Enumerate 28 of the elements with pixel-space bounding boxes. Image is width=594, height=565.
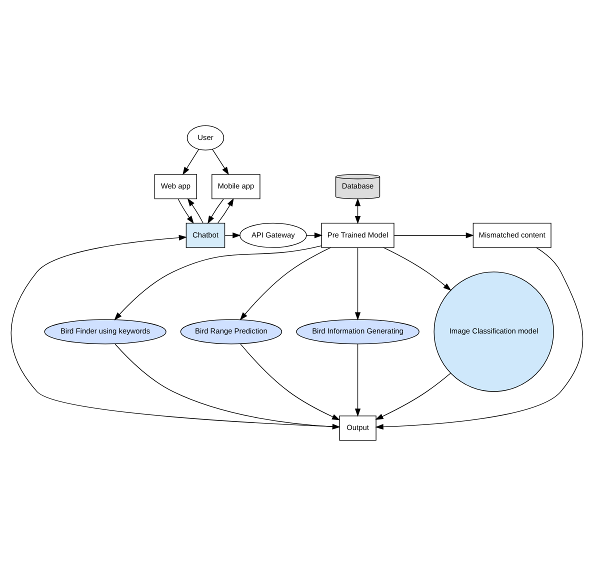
node-box: Web app xyxy=(154,174,198,199)
arrow xyxy=(394,232,474,238)
node-ellipse: API Gateway xyxy=(240,222,307,248)
node-box: Output xyxy=(339,415,376,440)
arrow xyxy=(178,198,194,224)
arrow xyxy=(208,198,224,224)
arrow xyxy=(114,244,322,320)
arrow xyxy=(217,198,234,223)
arrow xyxy=(182,148,200,175)
arrow xyxy=(240,246,332,320)
node-box: Chatbot xyxy=(186,222,226,248)
node-box: Mismatched content xyxy=(472,222,552,248)
node-ellipse: Bird Information Generating xyxy=(296,318,420,344)
arrow xyxy=(212,148,229,175)
arrow xyxy=(187,198,204,223)
arrow xyxy=(354,246,361,320)
node-ellipse: Bird Range Prediction xyxy=(180,318,282,344)
arrow xyxy=(375,372,451,420)
arrow xyxy=(383,246,452,290)
arrow xyxy=(354,197,361,224)
node-ellipse: User xyxy=(186,124,224,150)
node-circle: Image Classification model xyxy=(434,271,554,392)
arrow xyxy=(354,343,361,416)
arrow xyxy=(240,343,340,420)
node-box: Mobile app xyxy=(212,174,260,199)
arrow xyxy=(375,246,583,430)
node-ellipse: Bird Finder using keywords xyxy=(44,318,166,344)
node-box: Pre Trained Model xyxy=(321,222,394,248)
